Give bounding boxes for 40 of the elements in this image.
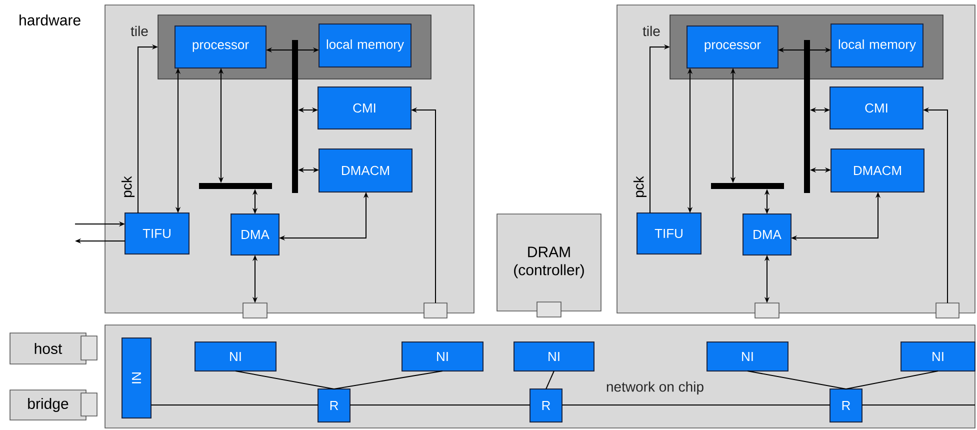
component-box: DMA — [230, 214, 280, 256]
edge-label: pck — [121, 176, 135, 197]
connector-line — [862, 404, 976, 406]
component-box: NI — [900, 342, 976, 372]
component-box: TIFU — [124, 212, 190, 254]
router-box: R — [530, 388, 562, 422]
component-box: NI — [122, 338, 152, 418]
component-box: NI — [194, 342, 276, 372]
external-box: bridge — [10, 390, 98, 420]
component-box: CMI — [318, 86, 412, 130]
connector-line — [846, 370, 938, 390]
connector-line — [546, 370, 554, 390]
connector-line — [235, 370, 334, 390]
connector-line — [350, 404, 530, 406]
controller-box: DRAM (controller) — [496, 214, 602, 318]
component-box: CMI — [830, 86, 924, 130]
external-box: host — [10, 332, 98, 364]
port-box — [754, 302, 780, 318]
component-box: DMACM — [830, 148, 924, 192]
heading: hardware — [20, 14, 80, 26]
connector-line — [747, 370, 846, 390]
port-box — [936, 302, 960, 318]
component-box: TIFU — [636, 212, 702, 254]
component-box: NI — [402, 342, 484, 372]
component-box: DMACM — [318, 148, 412, 192]
component-box: local memory — [830, 24, 924, 68]
component-box: processor — [174, 26, 266, 68]
port-box — [424, 302, 448, 318]
component-box: processor — [686, 26, 778, 68]
component-box: NI — [514, 342, 594, 372]
router-box: R — [318, 388, 350, 422]
connector-line — [562, 404, 830, 406]
component-box: DMA — [742, 214, 792, 256]
component-box: NI — [706, 342, 788, 372]
component-box: local memory — [318, 24, 412, 68]
port-box — [242, 302, 268, 318]
connector-line — [150, 404, 318, 406]
edge-label: pck — [633, 176, 647, 197]
connector-line — [334, 370, 443, 390]
router-box: R — [830, 388, 862, 422]
